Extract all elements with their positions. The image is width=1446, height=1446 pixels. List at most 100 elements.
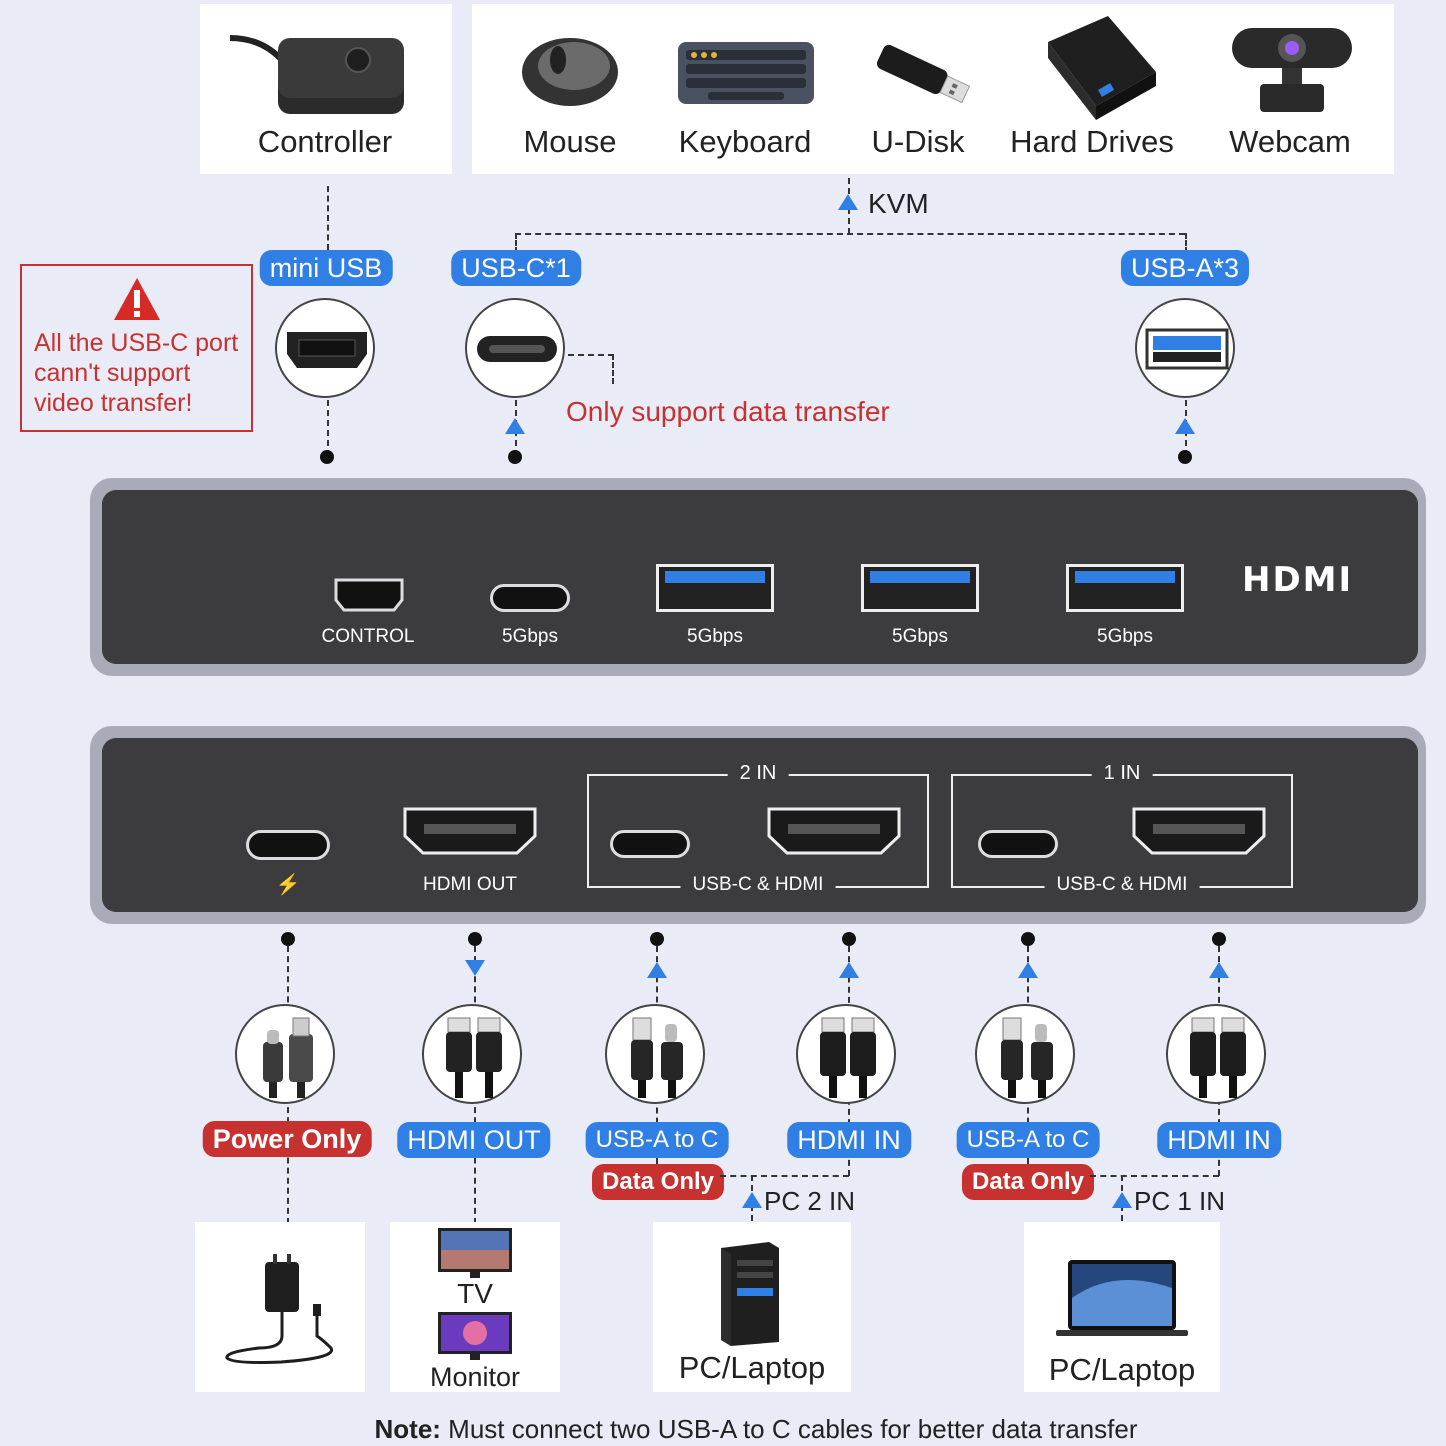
warning-line-2: cann't support <box>34 359 191 387</box>
power-cable-circle <box>235 1004 335 1104</box>
usb-c-arrow-icon <box>505 418 525 434</box>
hdmi-in-2-circle <box>796 1004 896 1104</box>
pc2-arrow-icon <box>742 1192 762 1208</box>
usb-c-2-arrow-icon <box>647 962 667 978</box>
usb-a-icon <box>1145 328 1229 370</box>
input-2-usb-c-port <box>610 830 690 858</box>
usb-c-2-dot <box>650 932 664 946</box>
mouse-label: Mouse <box>523 124 617 159</box>
pc1-merge-line <box>1090 1175 1219 1177</box>
input-1-usb-c-port <box>978 830 1058 858</box>
hdmi-in-1-circle <box>1166 1004 1266 1104</box>
keyboard-label: Keyboard <box>678 124 812 159</box>
control-label: CONTROL <box>321 626 415 647</box>
laptop-icon <box>1056 1260 1188 1336</box>
kvm-branch-line <box>515 233 1185 235</box>
display-card: TV Monitor <box>390 1222 560 1392</box>
hdmi-in-1-dot <box>1212 932 1226 946</box>
front-usb-a-port-3 <box>1066 564 1184 612</box>
kvm-label: KVM <box>868 188 929 219</box>
power-adapter-card <box>195 1222 365 1392</box>
front-usb-a-speed-2: 5Gbps <box>892 626 948 647</box>
power-dot <box>281 932 295 946</box>
mini-usb-dot <box>320 450 334 464</box>
usb-a-dot <box>1178 450 1192 464</box>
hdmi-out-arrow-icon <box>465 960 485 976</box>
usb-c-icon <box>477 336 557 362</box>
data-only-2-pill: Data Only <box>591 1164 725 1200</box>
usba-branch <box>1185 233 1187 253</box>
mini-usb-pill: mini USB <box>259 250 393 286</box>
input-1-subtitle: USB-C & HDMI <box>1044 874 1200 896</box>
input-2-subtitle: USB-C & HDMI <box>680 874 836 896</box>
hdmi-out-dot <box>468 932 482 946</box>
usb-a-to-c-1-pill: USB-A to C <box>956 1122 1100 1158</box>
data-only-1-pill: Data Only <box>961 1164 1095 1200</box>
usb-c-pill: USB-C*1 <box>451 250 581 286</box>
pc-laptop-2-label: PC/Laptop <box>678 1350 826 1385</box>
usbc-branch <box>515 233 517 253</box>
usb-a-to-c-2-circle <box>605 1004 705 1104</box>
input-1-title: 1 IN <box>1091 762 1153 785</box>
usb-c-cable-icon <box>263 1017 313 1098</box>
usb-a-to-c-1-circle <box>975 1004 1075 1104</box>
hdmi-cable-icon <box>820 1017 876 1098</box>
front-usb-a-speed-1: 5Gbps <box>687 626 743 647</box>
usb-c-port-circle <box>465 298 565 398</box>
pc-laptop-1-label: PC/Laptop <box>1048 1352 1196 1387</box>
hdmi-in-2-dot <box>842 932 856 946</box>
pc2-label: PC 2 IN <box>764 1186 856 1216</box>
control-port-icon <box>334 578 404 612</box>
mini-usb-icon <box>287 332 367 368</box>
front-usb-a-speed-3: 5Gbps <box>1097 626 1153 647</box>
tv-label: TV <box>457 1278 493 1309</box>
note-text: Must connect two USB-A to C cables for b… <box>440 1414 1138 1444</box>
pc-tower-icon <box>721 1242 779 1346</box>
usb-a-to-c-cable-icon <box>631 1017 683 1098</box>
data-transfer-note: Only support data transfer <box>566 396 890 427</box>
power-adapter-icon <box>225 1254 334 1364</box>
front-usb-c-speed: 5Gbps <box>502 626 558 647</box>
hdmi-in-1-arrow-icon <box>1209 962 1229 978</box>
hdmi-logo: HDMI <box>1242 560 1354 600</box>
kvm-front-panel <box>90 478 1426 676</box>
webcam-label: Webcam <box>1229 124 1351 159</box>
input-2-title: 2 IN <box>727 762 789 785</box>
power-only-pill: Power Only <box>202 1121 372 1157</box>
warning-line-1: All the USB-C port <box>34 329 239 357</box>
footer-note: Note: Must connect two USB-A to C cables… <box>375 1414 1138 1445</box>
monitor-label: Monitor <box>429 1362 521 1392</box>
power-symbol-icon: ⚡ <box>275 874 301 896</box>
front-usb-a-port-2 <box>861 564 979 612</box>
hdmi-in-1-pill: HDMI IN <box>1157 1122 1281 1158</box>
usb-a-pill: USB-A*3 <box>1120 250 1250 286</box>
controller-line <box>327 186 329 250</box>
warning-icon <box>114 278 160 320</box>
keyboard-icon <box>678 42 814 104</box>
controller-label: Controller <box>257 124 393 159</box>
data-note-line-v <box>612 354 614 384</box>
udisk-label: U-Disk <box>871 124 965 159</box>
hard-drive-icon <box>1048 16 1156 120</box>
note-bold: Note: <box>374 1414 441 1444</box>
usb-c-1-dot <box>1021 932 1035 946</box>
data-note-line-h <box>568 354 614 356</box>
monitor-icon <box>438 1312 512 1360</box>
pc1-label: PC 1 IN <box>1134 1186 1226 1216</box>
usb-a-port-circle <box>1135 298 1235 398</box>
hard-drives-label: Hard Drives <box>1010 124 1174 159</box>
webcam-icon <box>1232 28 1352 112</box>
controller-icon <box>230 35 404 114</box>
front-usb-a-port-1 <box>656 564 774 612</box>
front-usb-c-port <box>490 584 570 612</box>
kvm-arrow-icon <box>838 194 858 210</box>
pc-2-card: PC/Laptop <box>653 1222 851 1392</box>
usb-c-1-arrow-icon <box>1018 962 1038 978</box>
pc2-merge-line <box>720 1175 849 1177</box>
mini-usb-port-circle <box>275 298 375 398</box>
hdmi-out-port <box>403 807 537 855</box>
usb-a-to-c-cable-icon <box>1001 1017 1053 1098</box>
usb-disk-icon <box>876 44 971 104</box>
input-1-hdmi-port <box>1132 807 1266 855</box>
